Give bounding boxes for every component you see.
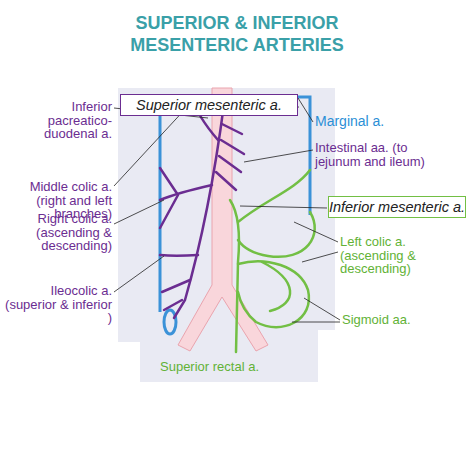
ileocolic-branches — [162, 280, 190, 310]
leader-line — [114, 256, 164, 292]
box-text: Superior mesenteric a. — [136, 97, 282, 113]
leader-line — [244, 150, 313, 162]
artery-label: Sigmoid aa. — [342, 313, 462, 327]
inferior-mesenteric-branches — [230, 170, 315, 352]
leader-line — [114, 200, 164, 224]
ileum-loop — [164, 310, 176, 334]
marginal-artery — [160, 97, 310, 312]
artery-name-box: Inferior mesenteric a. — [328, 196, 466, 218]
box-text: Inferior mesenteric a. — [329, 199, 465, 215]
aorta — [178, 88, 268, 351]
right-colic-artery — [160, 185, 212, 200]
abdomen-background — [118, 88, 335, 382]
leader-line — [292, 298, 340, 322]
sma-trunk — [174, 104, 224, 318]
diagram-title: SUPERIOR & INFERIOR MESENTERIC ARTERIES — [97, 12, 377, 56]
leader-lines — [114, 98, 340, 322]
superior-mesenteric-branches — [160, 97, 244, 318]
sigmoid-arteries — [238, 261, 309, 327]
intestinal-arteries — [216, 124, 244, 190]
right-colic-branches — [160, 168, 178, 228]
artery-name-box: Superior mesenteric a. — [120, 94, 298, 116]
artery-label: Intestinal aa. (to jejunum and ileum) — [315, 141, 425, 168]
leader-line — [114, 106, 188, 186]
artery-label: Left colic a. (ascending & descending) — [340, 235, 460, 276]
ileocolic-artery — [160, 254, 198, 257]
artery-label: Inferior pacreatico- duodenal a. — [30, 100, 112, 141]
leader-line — [240, 206, 327, 208]
artery-label: Ileocolic a. (superior & inferior ) — [4, 284, 112, 325]
artery-label: Superior rectal a. — [160, 360, 320, 374]
artery-label: Marginal a. — [315, 115, 455, 129]
leader-line — [298, 98, 313, 122]
left-colic-descending — [238, 212, 315, 257]
left-colic-ascending — [238, 170, 310, 222]
sigmoid-branch — [262, 262, 290, 311]
leader-line — [294, 222, 338, 262]
artery-label: Right colic a. (ascending & descending) — [4, 212, 112, 253]
